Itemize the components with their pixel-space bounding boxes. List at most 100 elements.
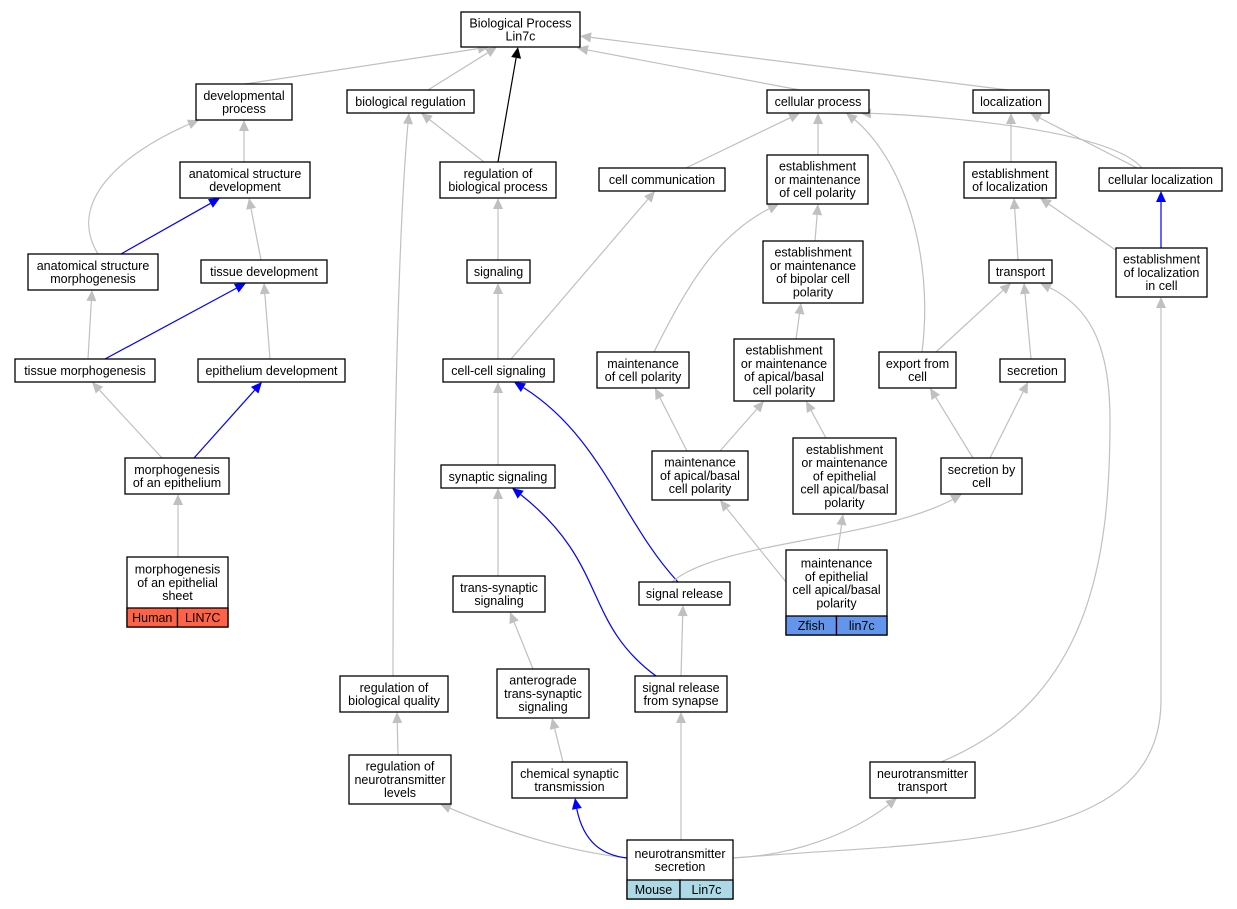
species-tag: Zfish (798, 619, 825, 633)
edge-ntsec-to-sigrelsyn (676, 712, 686, 840)
node-label-line: anatomical structure (189, 167, 302, 181)
node-tissuemorph[interactable]: tissue morphogenesis (14, 358, 156, 383)
edge-line (654, 387, 688, 452)
node-synsig[interactable]: synaptic signaling (440, 464, 556, 489)
edge-devproc-to-bp (244, 43, 490, 85)
edge-sigrel-to-ccsig (513, 381, 679, 583)
node-cellloc[interactable]: cellular localization (1098, 167, 1223, 192)
edge-arrowhead (92, 382, 104, 394)
node-localization[interactable]: localization (972, 89, 1050, 114)
node-label-line: of bipolar cell (776, 272, 850, 286)
edge-line (574, 797, 628, 859)
edge-line (671, 493, 963, 583)
node-epidev[interactable]: epithelium development (197, 358, 346, 383)
node-label-line: trans-synaptic (460, 581, 538, 595)
node-label-line: of epithelial (805, 570, 868, 584)
edge-morphsheet-to-morphepi (173, 494, 183, 557)
edge-line (551, 717, 564, 763)
edge-line (940, 282, 1111, 763)
node-transport[interactable]: transport (988, 259, 1053, 284)
edge-ccsig-to-cellcomm (510, 190, 656, 360)
edge-morphepi-to-epidev (193, 381, 263, 459)
node-label-line: polarity (816, 596, 857, 610)
edge-antero-to-transsyn (509, 611, 534, 670)
node-label-line: epithelium development (205, 364, 338, 378)
edge-arrowhead (885, 798, 897, 809)
node-tissuedev[interactable]: tissue development (200, 259, 328, 284)
gene-tag: lin7c (849, 619, 875, 633)
edge-sigrelsyn-to-sigrel (677, 604, 688, 677)
edge-arrowhead (1156, 191, 1166, 202)
edge-cellcomm-to-cellproc (685, 112, 801, 169)
node-label-line: biological process (448, 180, 547, 194)
node-box (346, 89, 475, 114)
edge-ntsec-to-estlocincell (732, 297, 1166, 859)
node-signaling[interactable]: signaling (466, 259, 531, 284)
edge-regbp-to-bp (497, 46, 522, 163)
edge-arrowhead (1018, 382, 1028, 395)
node-cellcomm[interactable]: cell communication (598, 167, 726, 192)
node-cellproc[interactable]: cellular process (766, 89, 870, 114)
edge-arrowhead (233, 283, 246, 293)
edge-arrowhead (514, 382, 527, 392)
edge-line (120, 197, 221, 255)
edge-arrowhead (813, 113, 823, 124)
edge-maintapical-to-estapical (719, 400, 765, 452)
node-label-line: cell communication (609, 173, 715, 187)
edge-estloc-to-localization (1006, 113, 1016, 162)
node-label-line: morphogenesis (50, 272, 135, 286)
edge-estlocincell-to-estloc (1039, 197, 1118, 252)
node-ccsig[interactable]: cell-cell signaling (442, 358, 555, 383)
edge-arrowhead (846, 113, 858, 124)
node-sigrel[interactable]: signal release (638, 581, 731, 606)
node-label-line: of cell polarity (605, 370, 682, 384)
edge-ccsig-to-signaling (493, 283, 503, 359)
node-bioreg[interactable]: biological regulation (346, 89, 475, 114)
node-secretion[interactable]: secretion (999, 358, 1066, 383)
edge-transsyn-to-synsig (493, 488, 503, 576)
node-label-line: of localization (1124, 266, 1200, 280)
node-label-line: regulation of (366, 760, 435, 774)
node-box (466, 259, 531, 284)
node-label-line: process (222, 102, 266, 116)
node-label-line: of cell polarity (779, 186, 856, 200)
edge-arrowhead (86, 290, 97, 302)
node-label-line: localization (980, 95, 1042, 109)
node-label-line: neurotransmitter (354, 773, 445, 787)
node-label-line: of apical/basal (660, 469, 740, 483)
node-label-line: maintenance (607, 357, 679, 371)
edge-arrowhead (511, 47, 522, 59)
node-label-line: cell polarity (669, 482, 732, 496)
edge-arrowhead (766, 204, 779, 214)
node-label-line: levels (384, 786, 416, 800)
edge-arrowhead (806, 401, 816, 414)
edge-arrowhead (1040, 283, 1053, 293)
edge-arrowhead (493, 198, 503, 209)
